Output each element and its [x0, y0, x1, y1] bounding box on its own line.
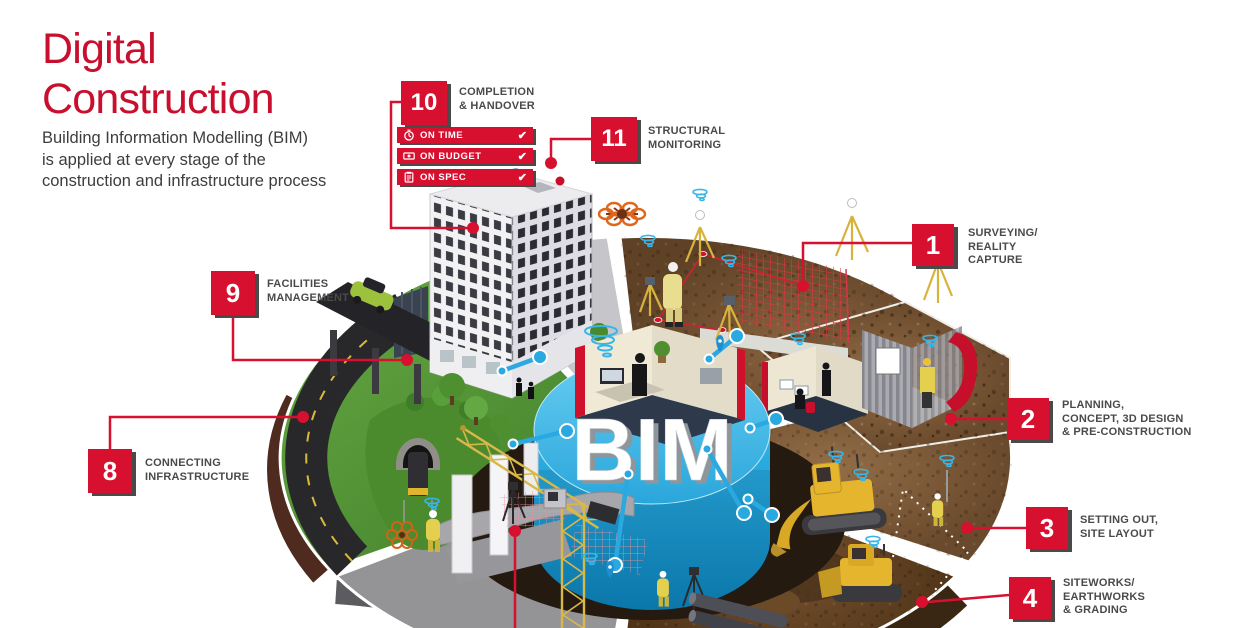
check-icon: ✔: [517, 171, 527, 184]
callout-label-siteworks: SITEWORKS/ EARTHWORKS & GRADING: [1063, 577, 1146, 616]
callout-number-8: 8: [88, 449, 132, 493]
callout-number-4: 4: [1009, 577, 1051, 619]
callout-label-connecting-infrastructure: CONNECTING INFRASTRUCTURE: [145, 457, 250, 483]
callout-connectors: [108, 100, 1026, 628]
roof-dome: [555, 176, 565, 186]
checklist-label: ON SPEC: [420, 171, 467, 183]
planning-scene: [762, 326, 978, 432]
callout-label-structural-monitoring: STRUCTURAL MONITORING: [648, 125, 726, 151]
banknote-icon: [403, 152, 415, 160]
green-car: [350, 277, 394, 314]
page-title: Digital Construction: [42, 25, 275, 123]
location-pin-icon: [716, 335, 724, 352]
earthworks-scene: [770, 446, 969, 602]
bim-office: [575, 325, 745, 445]
callout-number-10: 10: [401, 81, 447, 125]
checklist-label: ON BUDGET: [420, 150, 482, 162]
worker-figure: [657, 570, 669, 607]
laser-scan-mesh: [736, 249, 849, 343]
surveyor-figure: [663, 262, 683, 327]
elevated-road: [316, 282, 462, 362]
cabin-worker: [920, 358, 935, 408]
callout-label-completion-handover: COMPLETION & HANDOVER: [459, 86, 535, 112]
worker-figure: [426, 510, 440, 552]
callout-dots: [297, 157, 973, 608]
train: [408, 452, 428, 496]
red-curved-wall: [946, 332, 978, 412]
bim-connectors: [424, 188, 955, 578]
data-vortex: [584, 325, 618, 358]
callout-number-1: 1: [912, 224, 954, 266]
drone-icon: [597, 201, 647, 227]
page-subtitle: Building Information Modelling (BIM) is …: [42, 129, 327, 190]
checklist-item-on-budget: ON BUDGET ✔: [397, 148, 533, 164]
checklist-label: ON TIME: [420, 129, 464, 141]
bim-hub: BIM BIM: [533, 325, 771, 610]
excavator: [770, 446, 887, 557]
bulldozer: [818, 544, 902, 602]
clipboard-icon: [404, 171, 414, 183]
handover-checklist: ON TIME ✔ ON BUDGET ✔ ON SPEC ✔: [397, 127, 533, 190]
orange-rotor-icon: [386, 521, 418, 549]
checklist-item-on-time: ON TIME ✔: [397, 127, 533, 143]
checklist-item-on-spec: ON SPEC ✔: [397, 169, 533, 185]
callout-number-11: 11: [591, 117, 637, 161]
callout-label-facilities-management: FACILITIES MANAGEMENT: [267, 278, 350, 304]
site-layout-dots: [892, 486, 969, 558]
callout-label-planning: PLANNING, CONCEPT, 3D DESIGN & PRE-CONST…: [1062, 399, 1192, 438]
callout-label-surveying: SURVEYING/ REALITY CAPTURE: [968, 227, 1038, 266]
check-icon: ✔: [517, 150, 527, 163]
callout-number-3: 3: [1026, 507, 1068, 549]
callout-number-2: 2: [1007, 398, 1049, 440]
clock-icon: [404, 129, 414, 141]
location-pin-icon: [606, 561, 614, 578]
skyscraper: [428, 168, 658, 434]
red-chair: [806, 402, 815, 413]
callout-number-9: 9: [211, 271, 255, 315]
worker-figure: [932, 493, 944, 526]
check-icon: ✔: [517, 129, 527, 142]
tower-crane: [455, 426, 606, 628]
callout-label-setting-out: SETTING OUT, SITE LAYOUT: [1080, 514, 1159, 540]
infrastructure-scene: [316, 277, 501, 550]
